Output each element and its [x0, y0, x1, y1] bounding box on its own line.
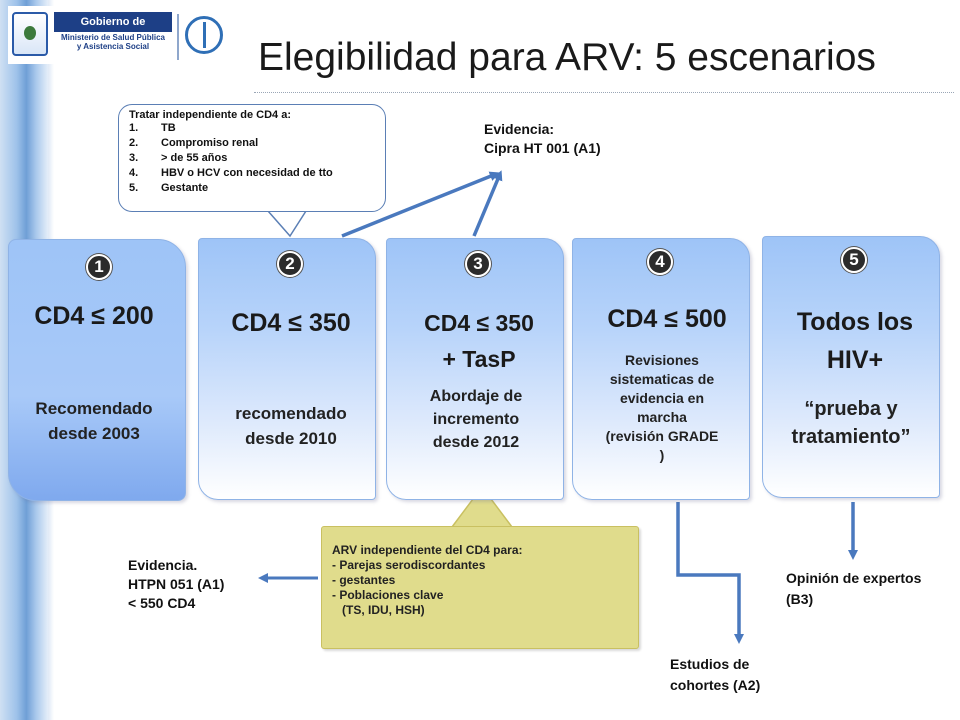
detail-line: recomendado — [235, 404, 347, 423]
detail-line: desde 2010 — [245, 429, 337, 448]
scenario-heading: CD4 ≤ 350 + TasP — [387, 305, 571, 377]
scenario-box-2: 2 CD4 ≤ 350 recomendado desde 2010 — [198, 238, 376, 500]
scenario-detail: Abordaje de incremento desde 2012 — [387, 385, 565, 454]
scenario-number-badge: 3 — [465, 251, 491, 277]
callout-line: ARV independiente del CD4 para: — [332, 543, 523, 557]
detail-line: Recomendado — [35, 399, 153, 418]
evidence-cipra-line1: Evidencia: — [484, 121, 555, 137]
list-item: 3. > de 55 años — [129, 151, 375, 166]
item-text: TB — [161, 122, 176, 134]
item-number: 1. — [129, 122, 139, 134]
detail-line: ) — [659, 447, 665, 463]
item-text: HBV o HCV con necesidad de tto — [161, 167, 333, 179]
heading-line: + TasP — [442, 346, 516, 372]
item-number: 5. — [129, 182, 139, 194]
bubble-tail — [267, 210, 307, 238]
logo-divider — [177, 14, 179, 60]
scenario-heading: CD4 ≤ 200 — [34, 302, 154, 330]
coat-of-arms-icon — [12, 12, 48, 56]
scenario-detail: Revisiones sistematicas de evidencia en … — [573, 351, 751, 465]
scenario-detail: “prueba y tratamiento” — [763, 395, 939, 451]
arrow-box4-to-cohort — [676, 502, 744, 644]
detail-line: evidencia en — [619, 390, 705, 406]
detail-line: desde 2003 — [48, 424, 140, 443]
evidence-cipra: Evidencia: Cipra HT 001 (A1) — [484, 120, 601, 158]
callout-line: - Poblaciones clave — [332, 588, 444, 602]
detail-line: “prueba y — [804, 398, 898, 420]
logo-title: Gobierno de Guatemala — [54, 12, 172, 48]
callout-line: (TS, IDU, HSH) — [332, 603, 425, 617]
exception-callout: Tratar independiente de CD4 a: 1. TB 2. Co… — [118, 104, 386, 212]
heading-line: CD4 ≤ 350 — [424, 310, 534, 336]
logo-subtitle-line1: Ministerio de Salud Pública — [60, 33, 166, 42]
evidence-expert-line1: Opinión de expertos — [786, 570, 922, 586]
arrow-box3-to-evidence — [472, 170, 503, 237]
item-number: 2. — [129, 137, 139, 149]
scenario-number-badge: 2 — [277, 251, 303, 277]
list-item: 5. Gestante — [129, 181, 375, 196]
arv-independent-callout: ARV independiente del CD4 para: - Pareja… — [321, 526, 639, 649]
scenario-number-badge: 4 — [647, 249, 673, 275]
item-text: Compromiso renal — [161, 137, 259, 149]
detail-line: Revisiones — [625, 352, 699, 368]
logo-subtitle: Ministerio de Salud Pública y Asistencia… — [54, 33, 172, 51]
evidence-cohort-line1: Estudios de — [670, 656, 750, 672]
scenario-detail: recomendado desde 2010 — [199, 401, 383, 451]
scenario-box-4: 4 CD4 ≤ 500 Revisiones sistematicas de e… — [572, 238, 750, 500]
scenario-box-1: 1 CD4 ≤ 200 Recomendado desde 2003 — [8, 239, 186, 501]
evidence-expert: Opinión de expertos (B3) — [786, 568, 921, 610]
scenario-number-badge: 5 — [841, 247, 867, 273]
evidence-htpn-line1: Evidencia. — [128, 557, 198, 573]
detail-line: tratamiento” — [791, 426, 911, 448]
heading-line: Todos los — [796, 308, 914, 336]
list-item: 1. TB — [129, 121, 375, 136]
callout-heading: Tratar independiente de CD4 a: — [129, 109, 291, 121]
scenario-number-badge: 1 — [86, 254, 112, 280]
evidence-htpn-line2: HTPN 051 (A1) — [128, 576, 225, 592]
callout-line: - gestantes — [332, 573, 396, 587]
list-item: 2. Compromiso renal — [129, 136, 375, 151]
scenario-detail: Recomendado desde 2003 — [9, 396, 179, 446]
scenario-box-5: 5 Todos los HIV+ “prueba y tratamiento” — [762, 236, 940, 498]
callout-line: - Parejas serodiscordantes — [332, 558, 486, 572]
detail-line: Abordaje de — [429, 388, 523, 405]
detail-line: (revisión GRADE — [605, 428, 719, 444]
logo-subtitle-line2: y Asistencia Social — [76, 42, 150, 51]
item-text: Gestante — [161, 182, 209, 194]
scenario-box-3: 3 CD4 ≤ 350 + TasP Abordaje de increment… — [386, 238, 564, 500]
detail-line: sistematicas de — [609, 371, 715, 387]
item-number: 3. — [129, 152, 139, 164]
exception-list: 1. TB 2. Compromiso renal 3. > de 55 años 4… — [129, 121, 375, 196]
government-logo: Gobierno de Guatemala Ministerio de Salu… — [8, 6, 173, 64]
evidence-cipra-line2: Cipra HT 001 (A1) — [484, 140, 601, 156]
evidence-cohort: Estudios de cohortes (A2) — [670, 654, 760, 696]
title-underline — [254, 92, 954, 93]
scenario-heading: CD4 ≤ 500 — [607, 305, 727, 333]
list-item: 4. HBV o HCV con necesidad de tto — [129, 166, 375, 181]
evidence-htpn-line3: < 550 CD4 — [128, 595, 196, 611]
item-text: > de 55 años — [161, 152, 228, 164]
detail-line: marcha — [637, 409, 687, 425]
evidence-htpn: Evidencia. HTPN 051 (A1) < 550 CD4 — [128, 556, 224, 613]
slide-title: Elegibilidad para ARV: 5 escenarios — [258, 36, 876, 79]
health-emblem-icon — [185, 16, 223, 54]
item-number: 4. — [129, 167, 139, 179]
evidence-cohort-line2: cohortes (A2) — [670, 677, 761, 693]
heading-line: HIV+ — [826, 346, 884, 374]
detail-line: desde 2012 — [432, 434, 520, 451]
scenario-heading: CD4 ≤ 350 — [231, 309, 351, 337]
evidence-expert-line2: (B3) — [786, 591, 814, 607]
scenario-heading: Todos los HIV+ — [763, 303, 947, 379]
detail-line: incremento — [432, 411, 520, 428]
